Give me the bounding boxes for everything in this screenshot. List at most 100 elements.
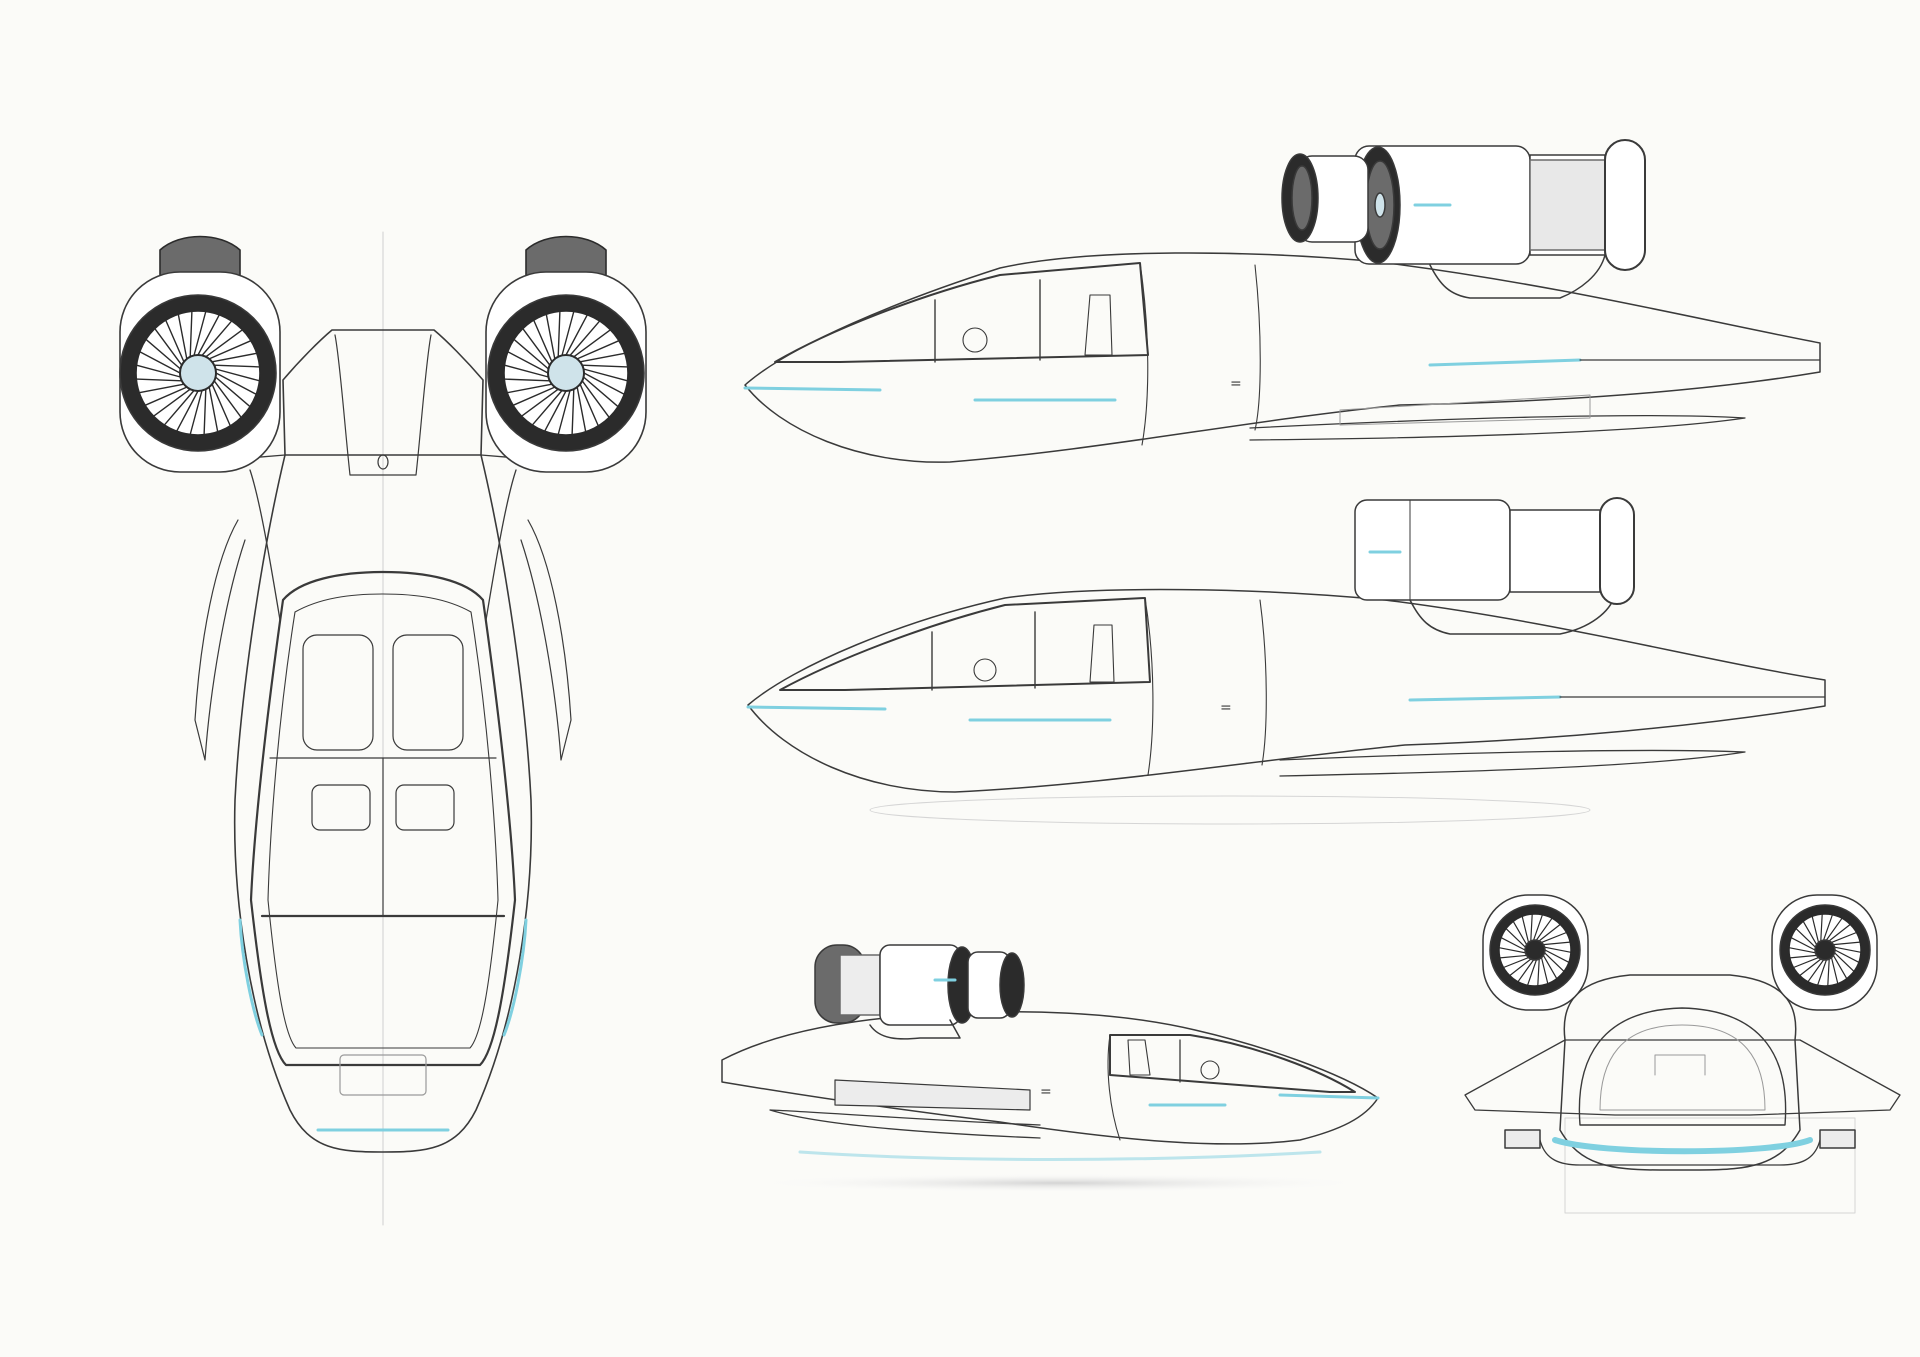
fan-blade	[576, 340, 620, 360]
fan-blade	[175, 390, 199, 432]
fan-blade	[1822, 914, 1834, 941]
fan-blade	[197, 314, 221, 356]
side-view-right-lowered: =	[746, 497, 1826, 825]
hull-lower-skid	[1249, 414, 1746, 441]
fan-blade	[1832, 941, 1861, 946]
fan-blade	[571, 388, 575, 436]
fan-blade	[1540, 931, 1568, 944]
fan-blade	[1502, 956, 1530, 969]
fan-blade	[561, 310, 575, 357]
fan-blade	[1833, 946, 1862, 953]
fan-blade	[152, 388, 191, 417]
fan-blade	[1498, 947, 1527, 954]
fan-blade	[1532, 914, 1544, 941]
hover-glow	[798, 1150, 1322, 1161]
fan-blade	[214, 368, 261, 382]
front-skid-right	[1819, 1129, 1856, 1149]
fan-blade	[1530, 913, 1533, 942]
fan-blade	[213, 380, 242, 419]
fan-blade	[1830, 956, 1839, 985]
turbofan-icon	[1482, 894, 1589, 1011]
side-view-right: =	[743, 139, 1821, 463]
ground-shadow	[869, 795, 1591, 825]
fan-blade	[1792, 956, 1820, 969]
hull-outline	[744, 252, 1821, 463]
engine-pylon	[1429, 254, 1606, 299]
fan-blade	[506, 383, 553, 394]
hull-lower-skid	[1279, 749, 1746, 777]
fan-blade	[1816, 959, 1828, 986]
fan-blade	[211, 352, 258, 363]
fan-blade	[135, 378, 183, 382]
fan-blade	[144, 386, 188, 406]
fan-blade	[189, 310, 193, 358]
fan-blade	[203, 388, 207, 436]
front-body	[1559, 974, 1801, 1171]
fan-blade	[503, 378, 551, 382]
fan-blade	[576, 386, 587, 433]
fan-blade	[579, 383, 599, 427]
fan-blade	[582, 376, 619, 408]
fan-blade	[1833, 952, 1855, 973]
fan-blade	[208, 340, 252, 360]
fan-blade	[544, 390, 567, 432]
fan-blade	[135, 364, 182, 378]
front-bumper	[1539, 1139, 1821, 1166]
fan-blade	[1542, 954, 1558, 980]
fan-blade	[1832, 954, 1848, 980]
door-seam	[1139, 262, 1261, 446]
fan-blade	[1542, 941, 1571, 946]
nose-sensor	[377, 454, 389, 470]
fan-blade	[1799, 958, 1822, 977]
fan-blade	[1788, 947, 1817, 954]
hover-shadow	[730, 1173, 1390, 1193]
canopy-window	[1109, 1034, 1356, 1093]
fan-blade	[1811, 915, 1820, 944]
seat-icon	[260, 634, 506, 1096]
lower-vent-grille	[1339, 394, 1591, 426]
fan-blade	[569, 320, 601, 357]
fan-blade	[1827, 958, 1830, 987]
fan-blade	[1789, 954, 1818, 959]
fan-blade	[1509, 958, 1532, 977]
fan-blade	[1834, 949, 1860, 963]
fan-blade	[1802, 920, 1818, 946]
side-view-left: =	[721, 944, 1390, 1193]
door-handle: =	[1220, 700, 1232, 716]
steering-wheel-icon	[973, 658, 997, 682]
fan-blade	[1526, 959, 1538, 986]
fan-blade	[582, 368, 629, 382]
fan-blade	[189, 389, 203, 436]
seat-icon	[1089, 624, 1115, 683]
front-skid-left	[1504, 1129, 1541, 1149]
nose-section	[282, 329, 484, 456]
turbofan-icon	[1354, 497, 1635, 605]
fan-blade	[145, 338, 182, 370]
fan-blade	[1820, 913, 1823, 942]
fan-blade	[1500, 937, 1526, 951]
door-handle: =	[1040, 1084, 1052, 1100]
fan-blade	[1543, 952, 1565, 973]
seat-icon	[1654, 1054, 1706, 1076]
turbofan-icon	[814, 944, 1025, 1040]
fan-blade	[545, 313, 556, 360]
fan-blade	[1790, 937, 1816, 951]
front-guide-box	[1564, 1117, 1856, 1214]
turbofan-icon	[119, 235, 281, 473]
fan-blade	[1499, 954, 1528, 959]
fan-blade	[1517, 959, 1535, 983]
turbofan-icon	[1771, 894, 1878, 1011]
fan-blade	[193, 310, 207, 357]
fan-blade	[573, 329, 612, 358]
seat-icon	[1127, 1039, 1151, 1076]
fan-blade	[1825, 917, 1843, 941]
door-seam	[1144, 597, 1267, 776]
canopy-window	[774, 262, 1149, 363]
fan-blade	[163, 389, 195, 426]
front-wing-span	[1464, 1039, 1901, 1116]
fan-blade	[557, 389, 571, 436]
fan-blade	[531, 389, 563, 426]
front-canopy-inner	[1599, 1024, 1766, 1111]
fan-blade	[214, 376, 251, 408]
left-accent-light	[238, 918, 264, 1037]
